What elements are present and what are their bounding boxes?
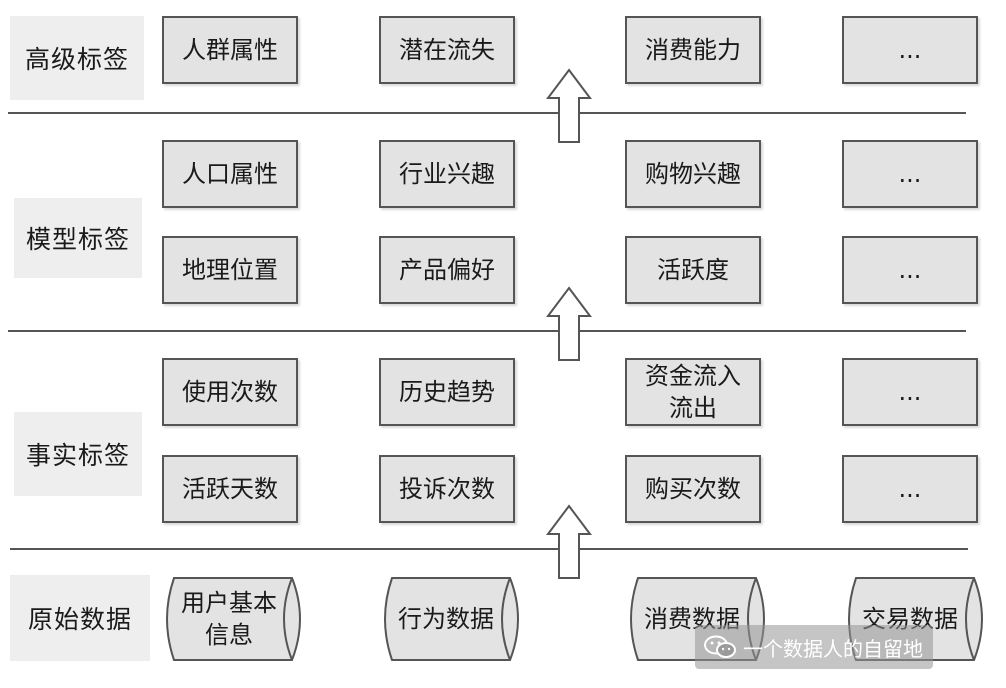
data-source-cylinder (384, 577, 519, 661)
tag-box: ... (842, 358, 978, 426)
layer-label-advanced: 高级标签 (10, 16, 144, 100)
layer-label-model: 模型标签 (14, 198, 142, 278)
tag-box: 人群属性 (162, 16, 298, 84)
tag-box: ... (842, 236, 978, 304)
tag-box: 消费能力 (625, 16, 761, 84)
tag-box: 行业兴趣 (379, 140, 515, 208)
up-arrow-icon (546, 504, 592, 579)
tag-box: 产品偏好 (379, 236, 515, 304)
tag-box: ... (842, 16, 978, 84)
tag-box: 人口属性 (162, 140, 298, 208)
tag-box: 使用次数 (162, 358, 298, 426)
layer-label-fact: 事实标签 (14, 412, 142, 496)
tag-box: 潜在流失 (379, 16, 515, 84)
watermark: 一个数据人的自留地 (695, 625, 933, 669)
up-arrow-icon (546, 68, 592, 143)
tag-box: 活跃度 (625, 236, 761, 304)
tag-box: 购物兴趣 (625, 140, 761, 208)
tag-box: 投诉次数 (379, 455, 515, 523)
layer-divider (8, 112, 966, 114)
tag-box: 购买次数 (625, 455, 761, 523)
layer-divider (10, 548, 968, 550)
data-source-cylinder (166, 577, 301, 661)
watermark-text: 一个数据人的自留地 (743, 636, 923, 661)
tag-box: ... (842, 140, 978, 208)
tag-box: 活跃天数 (162, 455, 298, 523)
wechat-icon (704, 635, 736, 658)
tag-box: ... (842, 455, 978, 523)
tag-box: 地理位置 (162, 236, 298, 304)
up-arrow-icon (546, 286, 592, 361)
layer-divider (8, 330, 966, 332)
data-source-label: 用户基本信息 (181, 589, 277, 649)
tag-box: 资金流入流出 (625, 358, 761, 426)
data-source-label: 行为数据 (398, 605, 494, 633)
tag-box: 历史趋势 (379, 358, 515, 426)
layer-label-raw: 原始数据 (10, 575, 150, 661)
